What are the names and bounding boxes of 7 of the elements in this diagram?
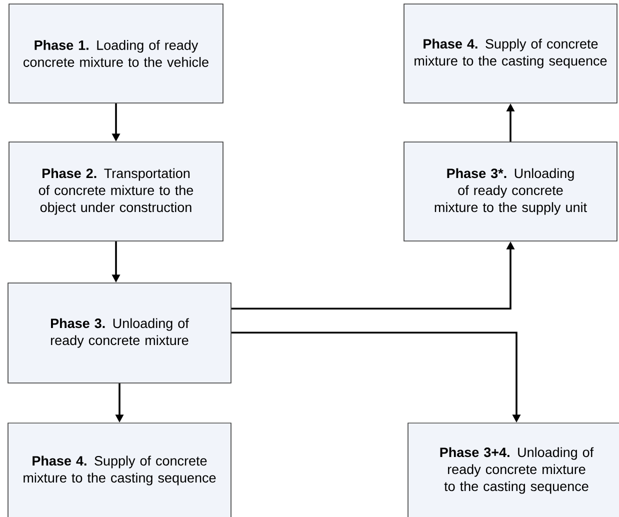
process-box: Phase 3+4. Unloading of ready concrete mixture to the casting sequence	[408, 422, 619, 517]
process-box: Phase 2. Transportation of concrete mixture to the object under construction	[8, 142, 224, 242]
process-box: Phase 3. Unloading of ready concrete mixture	[8, 282, 232, 384]
process-box: Phase 3*. Unloading of ready concrete mixture to the supply unit	[404, 142, 618, 242]
process-box: Phase 4. Supply of concrete mixture to the casting sequence	[8, 422, 232, 517]
process-box: Phase 4. Supply of concrete mixture to the casting sequence	[404, 4, 618, 104]
process-box: Phase 1. Loading of ready concrete mixture to the vehicle	[8, 4, 224, 104]
